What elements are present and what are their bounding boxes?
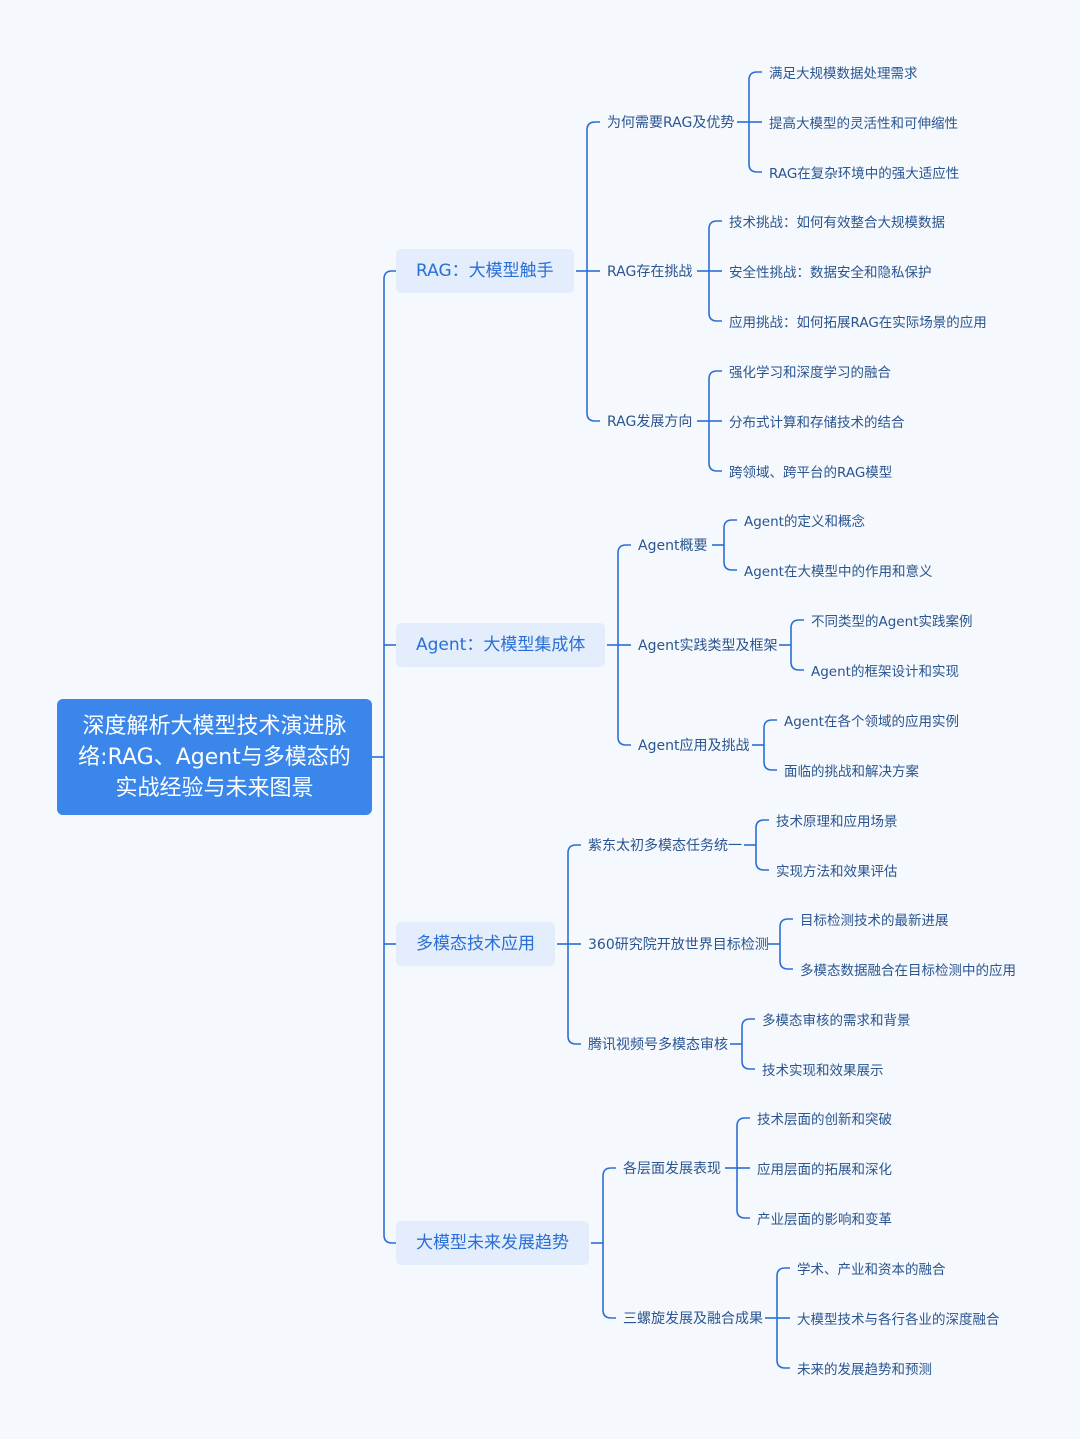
- connector-4: [383, 757, 396, 1244]
- connector-6: [586, 121, 600, 271]
- leaf-rag-why-1[interactable]: 满足大规模数据处理需求: [769, 66, 918, 82]
- connector-1: [383, 270, 396, 757]
- leaf-rag-challenge-1[interactable]: 技术挑战：如何有效整合大规模数据: [729, 215, 945, 231]
- leaf-rag-direction-1[interactable]: 强化学习和深度学习的融合: [729, 365, 891, 381]
- leaf-zidong-1[interactable]: 技术原理和应用场景: [776, 814, 898, 830]
- root-title: 深度解析大模型技术演进脉络:RAG、Agent与多模态的实战经验与未来图景: [78, 713, 351, 801]
- leaf-agent-overview-1[interactable]: Agent的定义和概念: [744, 514, 865, 530]
- leaf-tencent-1[interactable]: 多模态审核的需求和背景: [762, 1013, 911, 1029]
- connector-42: [779, 918, 793, 944]
- leaf-agent-types-1[interactable]: 不同类型的Agent实践案例: [811, 614, 973, 630]
- leaf-rag-challenge-2[interactable]: 安全性挑战：数据安全和隐私保护: [729, 265, 932, 281]
- connector-33: [763, 745, 777, 771]
- leaf-360-1[interactable]: 目标检测技术的最新进展: [800, 913, 949, 929]
- topic-rag-direction[interactable]: RAG发展方向: [607, 414, 693, 430]
- connector-37: [567, 944, 581, 1045]
- connector-48: [602, 1167, 616, 1243]
- topic-future-levels[interactable]: 各层面发展表现: [623, 1161, 721, 1177]
- leaf-tencent-2[interactable]: 技术实现和效果展示: [762, 1063, 884, 1079]
- connector-46: [741, 1044, 755, 1070]
- topic-agent-applications[interactable]: Agent应用及挑战: [638, 738, 750, 754]
- leaf-future-levels-2[interactable]: 应用层面的拓展和深化: [757, 1162, 892, 1178]
- connector-45: [741, 1018, 755, 1044]
- leaf-agent-applications-1[interactable]: Agent在各个领域的应用实例: [784, 714, 959, 730]
- leaf-rag-why-3[interactable]: RAG在复杂环境中的强大适应性: [769, 166, 960, 182]
- connector-14: [708, 220, 722, 271]
- leaf-future-helix-1[interactable]: 学术、产业和资本的融合: [797, 1262, 946, 1278]
- leaf-future-helix-3[interactable]: 未来的发展趋势和预测: [797, 1362, 932, 1378]
- leaf-future-levels-1[interactable]: 技术层面的创新和突破: [757, 1112, 892, 1128]
- branch-multimodal[interactable]: 多模态技术应用: [396, 922, 555, 966]
- topic-agent-types[interactable]: Agent实践类型及框架: [638, 638, 778, 654]
- topic-multimodal-tencent[interactable]: 腾讯视频号多模态审核: [588, 1037, 728, 1053]
- connector-29: [790, 619, 804, 645]
- connector-43: [779, 944, 793, 970]
- topic-rag-challenges[interactable]: RAG存在挑战: [607, 264, 693, 280]
- connector-32: [763, 719, 777, 745]
- leaf-rag-why-2[interactable]: 提高大模型的灵活性和可伸缩性: [769, 116, 958, 132]
- connector-10: [748, 71, 762, 122]
- connector-57: [776, 1318, 790, 1369]
- leaf-360-2[interactable]: 多模态数据融合在目标检测中的应用: [800, 963, 1016, 979]
- topic-agent-overview[interactable]: Agent概要: [638, 538, 708, 554]
- connector-22: [617, 544, 631, 645]
- leaf-zidong-2[interactable]: 实现方法和效果评估: [776, 864, 898, 880]
- connector-55: [776, 1267, 790, 1318]
- topic-rag-why[interactable]: 为何需要RAG及优势: [607, 115, 735, 131]
- connector-24: [617, 645, 631, 746]
- topic-future-helix[interactable]: 三螺旋发展及融合成果: [623, 1311, 763, 1327]
- connector-53: [736, 1168, 750, 1219]
- connector-27: [723, 545, 737, 571]
- connector-26: [723, 519, 737, 545]
- connector-40: [755, 845, 769, 871]
- branch-rag[interactable]: RAG：大模型触手: [396, 249, 574, 293]
- root-node[interactable]: 深度解析大模型技术演进脉络:RAG、Agent与多模态的实战经验与未来图景: [57, 699, 372, 815]
- leaf-agent-types-2[interactable]: Agent的框架设计和实现: [811, 664, 959, 680]
- connector-18: [708, 370, 722, 421]
- leaf-agent-overview-2[interactable]: Agent在大模型中的作用和意义: [744, 564, 933, 580]
- connector-16: [708, 271, 722, 322]
- leaf-rag-challenge-3[interactable]: 应用挑战：如何拓展RAG在实际场景的应用: [729, 315, 987, 331]
- leaf-rag-direction-2[interactable]: 分布式计算和存储技术的结合: [729, 415, 905, 431]
- leaf-future-levels-3[interactable]: 产业层面的影响和变革: [757, 1212, 892, 1228]
- leaf-future-helix-2[interactable]: 大模型技术与各行各业的深度融合: [797, 1312, 1000, 1328]
- branch-agent[interactable]: Agent：大模型集成体: [396, 623, 606, 667]
- leaf-rag-direction-3[interactable]: 跨领域、跨平台的RAG模型: [729, 465, 893, 481]
- branch-future[interactable]: 大模型未来发展趋势: [396, 1221, 589, 1265]
- connector-39: [755, 819, 769, 845]
- connector-12: [748, 122, 762, 173]
- leaf-agent-applications-2[interactable]: 面临的挑战和解决方案: [784, 764, 919, 780]
- connector-20: [708, 421, 722, 472]
- connector-8: [586, 271, 600, 422]
- connector-30: [790, 645, 804, 671]
- topic-multimodal-360[interactable]: 360研究院开放世界目标检测: [588, 937, 769, 953]
- connector-49: [602, 1243, 616, 1319]
- connector-51: [736, 1117, 750, 1168]
- topic-multimodal-zidong[interactable]: 紫东太初多模态任务统一: [588, 838, 742, 854]
- connector-35: [567, 844, 581, 944]
